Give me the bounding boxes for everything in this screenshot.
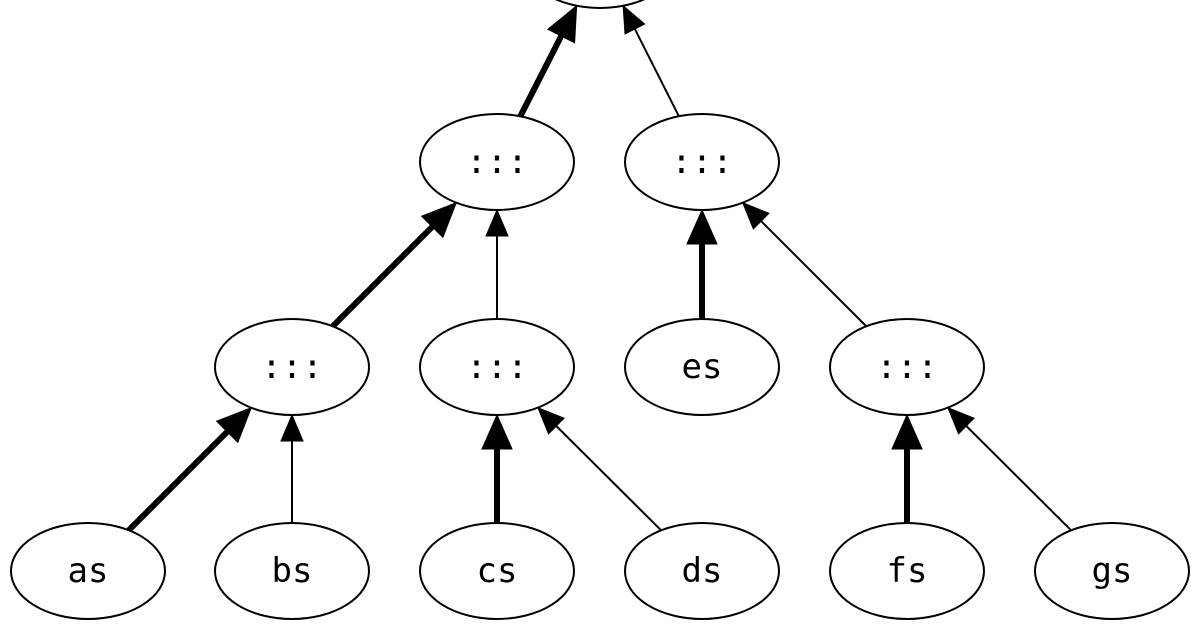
edges-layer [126, 4, 1072, 533]
node-ellipse [624, 522, 780, 620]
node-label: gs [1092, 551, 1133, 591]
node-label: ::: [466, 347, 527, 387]
node-ellipse [624, 113, 780, 211]
edge-n5-to-n2 [741, 201, 867, 327]
node-label: ::: [261, 347, 322, 387]
arrowhead-icon [280, 413, 304, 442]
tree-node-es: es [624, 318, 780, 416]
node-label: ds [682, 551, 723, 591]
arrowhead-icon [741, 201, 770, 230]
tree-node-n2: ::: [624, 113, 780, 211]
arrowhead-icon [215, 406, 253, 444]
edge-line [330, 223, 436, 329]
node-label: es [682, 347, 723, 387]
arrowhead-icon [546, 4, 578, 44]
tree-node-root [554, 0, 646, 9]
edge-gs-to-n5 [946, 406, 1072, 532]
tree-node-n4: ::: [419, 318, 575, 416]
nodes-layer: ::::::::::::es:::as bs cs ds fs gs [10, 0, 1190, 620]
edge-bs-to-n3 [280, 413, 304, 523]
arrowhead-icon [891, 413, 923, 450]
arrowhead-icon [481, 413, 513, 450]
edge-n2-to-root [622, 4, 680, 117]
tree-node-fs: fs [829, 522, 985, 620]
tree-node-gs: gs [1034, 522, 1190, 620]
edge-line [554, 423, 662, 532]
arrowhead-icon [686, 208, 718, 245]
node-ellipse [419, 318, 575, 416]
node-ellipse [624, 318, 780, 416]
node-ellipse [10, 522, 166, 620]
node-ellipse [214, 522, 370, 620]
edge-n1-to-root [517, 4, 578, 118]
node-label: ::: [671, 142, 732, 182]
edge-line [517, 32, 565, 118]
edge-line [758, 218, 867, 327]
edge-line [633, 26, 680, 117]
arrowhead-icon [485, 208, 509, 237]
node-label: ::: [466, 142, 527, 182]
node-ellipse [419, 522, 575, 620]
node-ellipse [554, 0, 646, 9]
tree-node-n1: ::: [419, 113, 575, 211]
node-ellipse [829, 318, 985, 416]
arrowhead-icon [420, 201, 458, 239]
edge-as-to-n3 [126, 406, 253, 533]
node-ellipse [1034, 522, 1190, 620]
edge-line [964, 423, 1072, 532]
node-label: as [68, 551, 109, 591]
tree-node-bs: bs [214, 522, 370, 620]
tree-node-n3: ::: [214, 318, 370, 416]
node-ellipse [214, 318, 370, 416]
arrowhead-icon [622, 4, 646, 35]
tree-node-cs: cs [419, 522, 575, 620]
tree-node-n5: ::: [829, 318, 985, 416]
edge-n3-to-n1 [330, 201, 458, 329]
edge-es-to-n2 [686, 208, 718, 319]
tree-node-ds: ds [624, 522, 780, 620]
node-ellipse [419, 113, 575, 211]
arrowhead-icon [536, 406, 565, 435]
node-label: fs [887, 551, 928, 591]
edge-ds-to-n4 [536, 406, 662, 532]
edge-fs-to-n5 [891, 413, 923, 523]
node-label: bs [272, 551, 313, 591]
node-label: cs [477, 551, 518, 591]
arrowhead-icon [946, 406, 975, 435]
node-ellipse [829, 522, 985, 620]
edge-line [126, 428, 231, 533]
node-label: ::: [876, 347, 937, 387]
tree-node-as: as [10, 522, 166, 620]
edge-n4-to-n1 [485, 208, 509, 319]
edge-cs-to-n4 [481, 413, 513, 523]
